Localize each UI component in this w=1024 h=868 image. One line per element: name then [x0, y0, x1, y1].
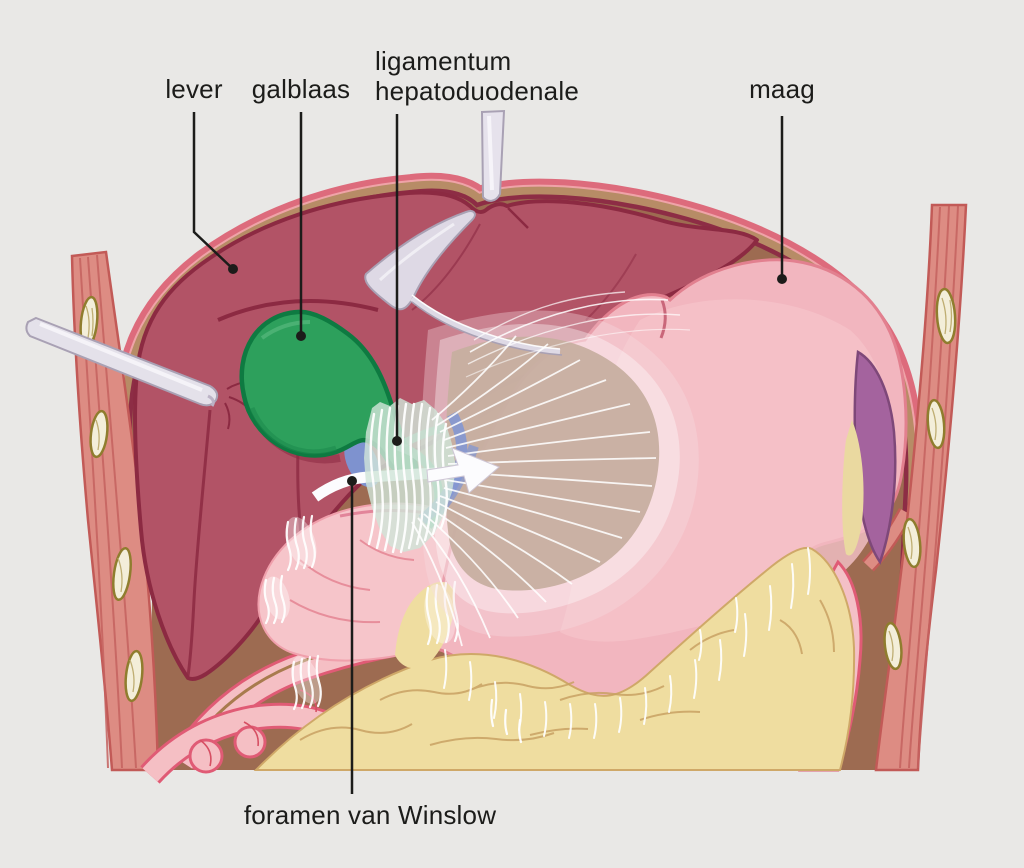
ribs-right [862, 203, 968, 772]
hepatoduodenal-ligament [364, 398, 456, 554]
label-galblaas: galblaas [251, 74, 351, 104]
foramen-arrow-head [426, 447, 500, 494]
greater-omentum [253, 547, 856, 771]
leader-dots [228, 264, 787, 486]
rib-bone-cross-sections-left [79, 295, 144, 703]
ribs-left [70, 250, 160, 772]
lesser-omentum [420, 310, 699, 637]
retractor-instrument [25, 316, 219, 407]
label-foramen-van-winslow: foramen van Winslow [243, 800, 497, 830]
omental-vessels [299, 599, 835, 746]
peritoneal-strands [443, 547, 811, 739]
rib-bone-cross-sections-right [883, 287, 957, 671]
label-maag: maag [749, 74, 815, 104]
fat-pad [842, 420, 864, 556]
round-ligament-cord [480, 109, 506, 202]
label-ligamentum-hepatoduodenale: ligamentum hepatoduodenale [375, 46, 579, 106]
leader-lines [192, 112, 784, 794]
falciform-ligament [364, 210, 563, 356]
lesser-curvature-fibres [465, 291, 691, 378]
label-lever: lever [165, 74, 223, 104]
leader-lever [192, 112, 234, 270]
